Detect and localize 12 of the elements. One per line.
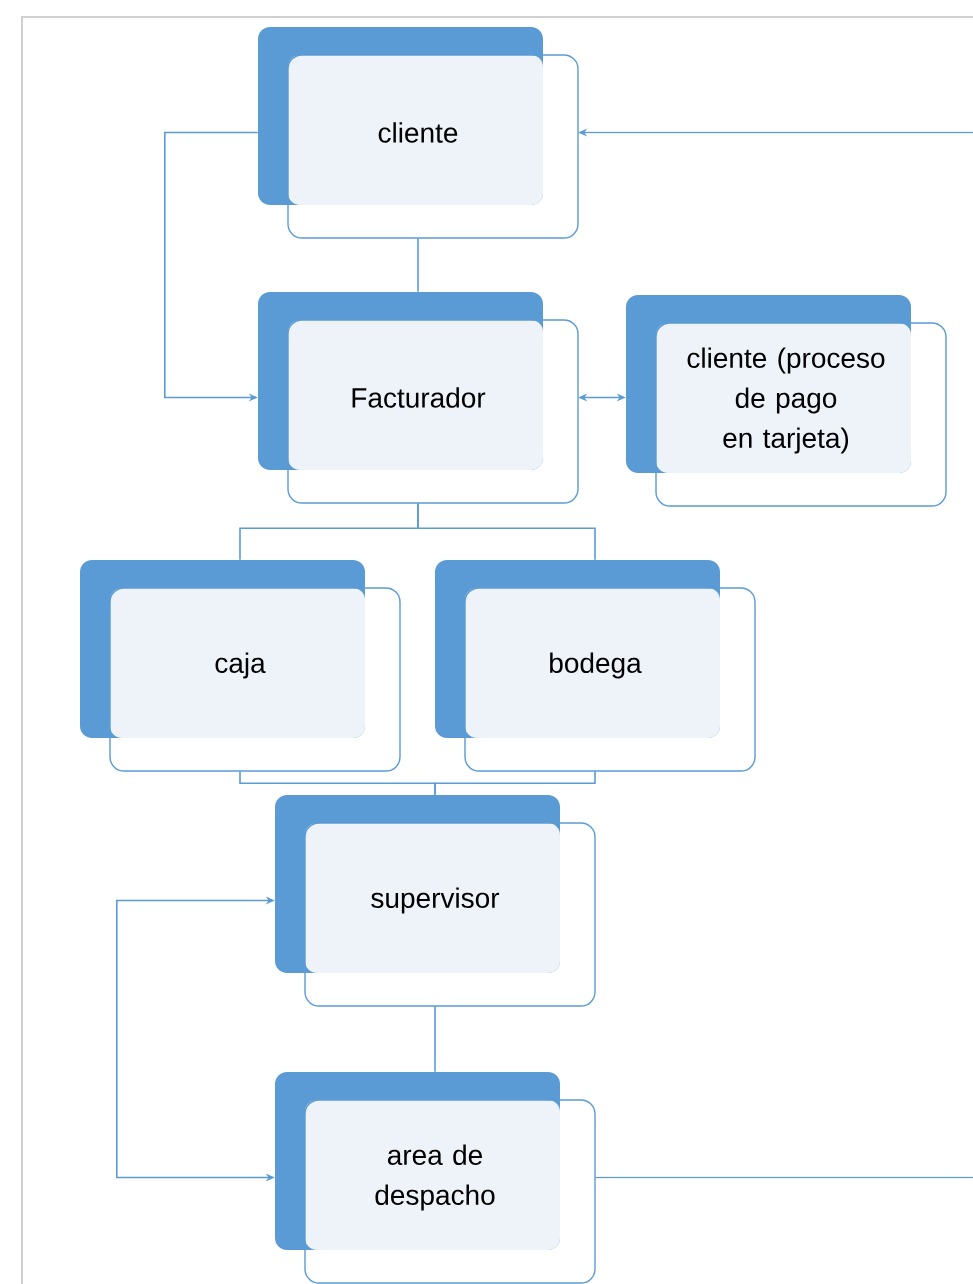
connector-line <box>417 502 596 561</box>
process-box: Facturador <box>258 292 579 504</box>
process-box: cliente (proceso de pago en tarjeta) <box>626 295 947 507</box>
connector-line <box>434 770 596 796</box>
process-box: caja <box>80 560 401 772</box>
connector-line <box>417 237 419 293</box>
process-box: supervisor <box>275 795 596 1007</box>
connector-line <box>594 1176 973 1179</box>
connector-line <box>434 1005 436 1073</box>
process-box: cliente <box>258 27 579 239</box>
process-box: bodega <box>435 560 756 772</box>
process-box: area de despacho <box>275 1072 596 1284</box>
